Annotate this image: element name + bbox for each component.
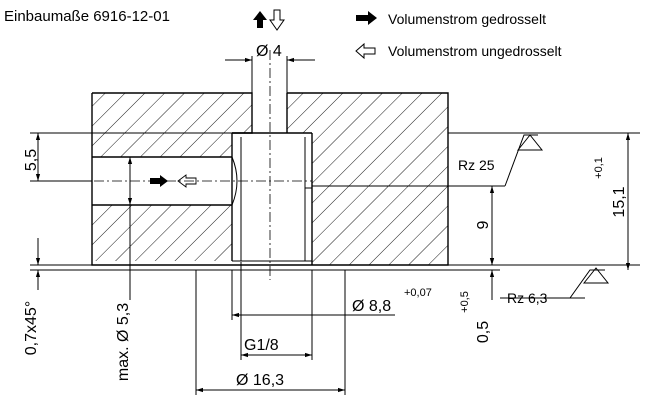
drawing-title: Einbaumaße 6916-12-01 — [4, 8, 170, 25]
dim-depth-0-5-tolerance: +0,5 — [459, 291, 471, 313]
legend-outline-arrow-icon — [355, 42, 376, 60]
flow-arrows-top — [253, 9, 285, 31]
dimension-lines — [35, 57, 631, 393]
throttled-flow-arrow-up-icon — [253, 11, 267, 28]
hatched-section — [92, 93, 448, 265]
dim-bore-diameter: Ø 4 — [256, 43, 282, 60]
dim-max-diameter: max. Ø 5,3 — [115, 303, 132, 381]
dim-diameter-8-8: Ø 8,8 — [352, 298, 391, 315]
dim-total-height-tolerance: +0,1 — [593, 157, 605, 179]
part-outline — [91, 92, 449, 266]
legend-filled-arrow-icon — [356, 11, 377, 25]
unthrottled-flow-arrow-down-icon — [269, 9, 285, 31]
dim-depth-9: 9 — [475, 220, 492, 229]
surface-finish-symbol-icon — [516, 134, 544, 151]
dim-total-height: 15,1 — [611, 186, 628, 217]
legend: Volumenstrom gedrosselt Volumenstrom ung… — [355, 11, 562, 60]
dim-diameter-16-3: Ø 16,3 — [236, 372, 284, 389]
legend-unthrottled-label: Volumenstrom ungedrosselt — [388, 43, 562, 59]
dim-thread: G1/8 — [244, 337, 279, 354]
dim-diameter-8-8-tolerance: +0,07 — [404, 287, 432, 299]
dim-rz-25: Rz 25 — [458, 157, 495, 173]
side-flow-filled-arrow-icon — [150, 175, 168, 187]
dim-height-5-5: 5,5 — [23, 149, 40, 171]
legend-throttled-label: Volumenstrom gedrosselt — [388, 11, 546, 27]
dim-depth-0-5: 0,5 — [475, 321, 492, 343]
dim-rz-6-3: Rz 6,3 — [507, 290, 548, 306]
surface-finish-symbol-icon — [582, 267, 610, 284]
dim-chamfer: 0,7x45° — [23, 301, 40, 355]
